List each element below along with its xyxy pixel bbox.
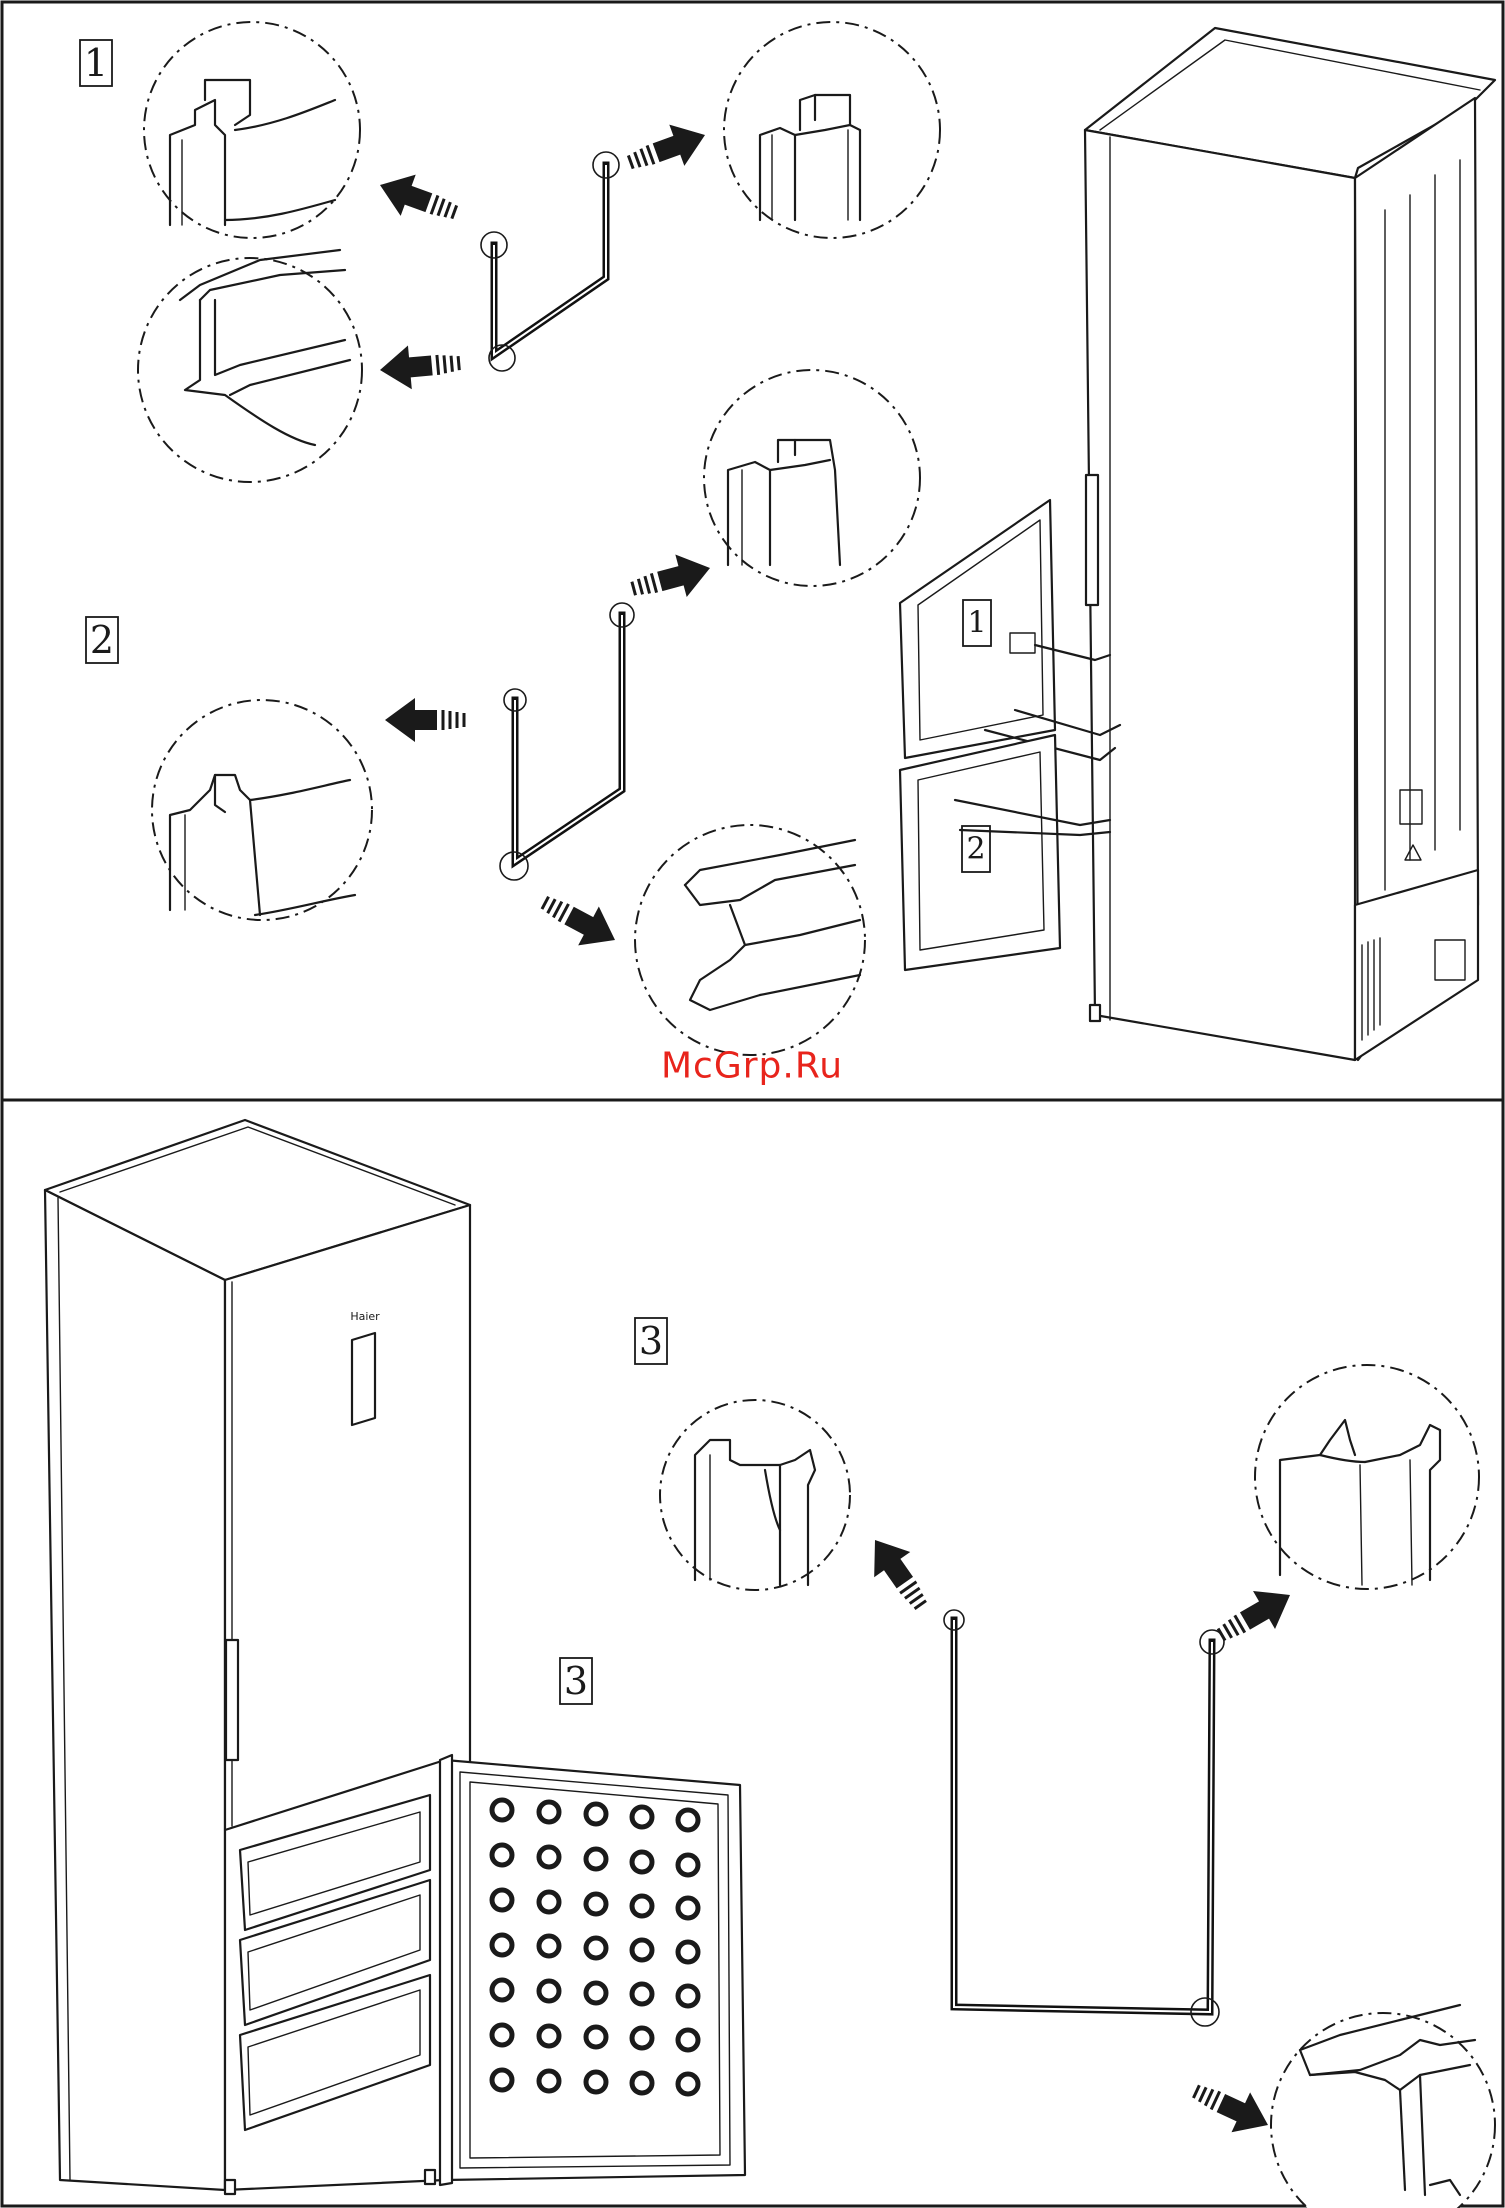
door-handle [226,1640,238,1760]
door-handle [1086,475,1098,605]
brand-logo: Haier [350,1310,380,1323]
arrow-icon [535,883,625,959]
fridge-upper-door [225,1205,470,1830]
drawer-2-label: 2 [966,832,985,867]
fridge-with-drawers: 1 2 [900,28,1495,1060]
detail-magnifier-icon [724,22,940,238]
detail-magnifier-icon [704,370,920,586]
step-1-label: 1 [84,41,108,85]
step-2-label: 2 [90,618,114,662]
fridge-side [45,1190,225,2190]
arrow-icon [623,114,712,182]
control-display [352,1333,375,1425]
arrow-icon [628,547,716,610]
detail-magnifier-icon [1271,2005,1495,2208]
drawer-1-label: 1 [967,606,986,641]
detail-magnifier-icon [635,825,865,1055]
watermark: McGrp.Ru [661,1046,843,1087]
arrow-icon [372,164,461,232]
fridge-door [1085,130,1355,1060]
gasket-step-2 [500,603,634,880]
detail-magnifier-icon [1255,1365,1479,1589]
detail-magnifier-icon [144,22,360,238]
gasket-step-1 [481,152,619,371]
detail-magnifier-icon [138,250,362,482]
detail-magnifier-icon [152,700,372,920]
detail-magnifier-icon [660,1400,850,1590]
arrow-icon [378,341,461,392]
freezer-door-label: 3 [564,1659,588,1703]
arrow-icon [385,698,464,742]
arrow-icon [857,1527,938,1617]
fridge-with-open-freezer: Haier 3 [45,1120,745,2194]
step-3-label: 3 [639,1319,663,1363]
step-3-group: 3 [635,1318,1495,2208]
arrow-icon [1187,2072,1277,2145]
gasket-step-3 [944,1610,1224,2026]
